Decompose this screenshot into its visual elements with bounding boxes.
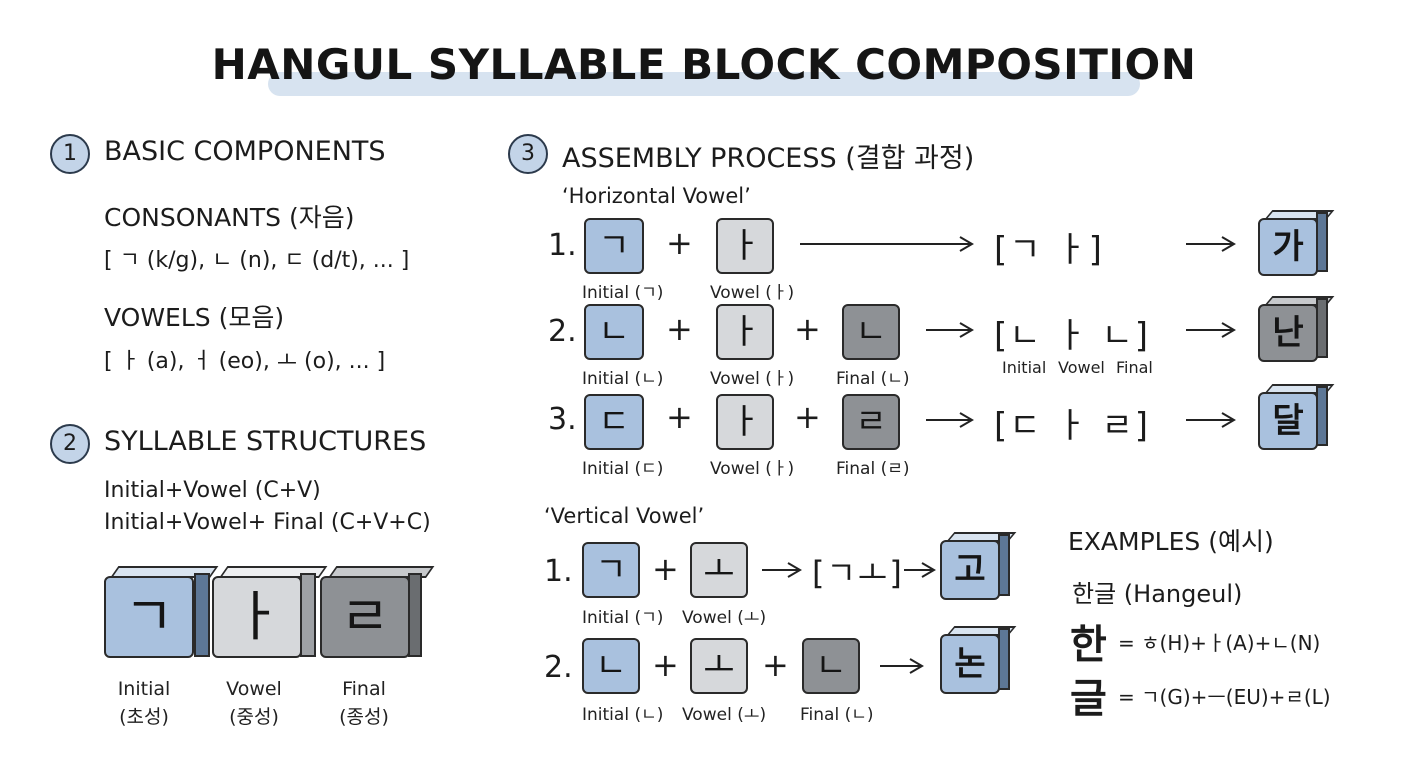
example-1-char: 한: [1070, 622, 1107, 668]
sub-final-label: Final: [1116, 358, 1153, 377]
example-2-char: 글: [1070, 676, 1107, 722]
result-syllable: 달: [1258, 392, 1318, 450]
vowel-label: Vowel (ㅗ): [682, 608, 767, 628]
vowel-block-label: Vowel: [226, 678, 282, 700]
final-tile: ㄴ: [842, 304, 900, 360]
initial-label: Initial (ㄱ): [582, 608, 664, 628]
initial-tile: ㄱ: [584, 218, 644, 274]
structure-cv: Initial+Vowel (C+V): [104, 478, 321, 503]
plus-sign: +: [652, 550, 679, 588]
plus-sign: +: [666, 224, 693, 262]
plus-sign: +: [652, 646, 679, 684]
vowel-label: Vowel (ㅏ): [710, 369, 795, 389]
initial-tile: ㄷ: [584, 394, 644, 450]
initial-label: Initial (ㄴ): [582, 705, 664, 725]
vowel-label: Vowel (ㅗ): [682, 705, 767, 725]
row-number: 3.: [548, 402, 577, 437]
plus-sign: +: [762, 646, 789, 684]
arrow-icon: [904, 562, 936, 578]
examples-heading: EXAMPLES (예시): [1068, 527, 1274, 556]
arrow-icon: [762, 562, 802, 578]
example-word: 한글 (Hangeul): [1072, 580, 1243, 608]
initial-label: Initial (ㄱ): [582, 283, 664, 303]
section-2-number: 2: [50, 424, 90, 464]
section-1-number: 1: [50, 134, 90, 174]
arrow-icon: [1186, 236, 1236, 252]
example-2-formula: = ㄱ(G)+ㅡ(EU)+ㄹ(L): [1118, 685, 1331, 709]
sub-initial-label: Initial: [1002, 358, 1047, 377]
title-highlight: [268, 72, 1140, 96]
combined-bracket: [ㄱㅗ]: [812, 554, 904, 592]
arrow-icon: [926, 412, 974, 428]
horizontal-vowel-heading: ‘Horizontal Vowel’: [562, 184, 751, 208]
long-arrow-icon: [800, 236, 974, 252]
vowel-tile: ㅏ: [716, 394, 774, 450]
arrow-icon: [926, 322, 974, 338]
initial-label: Initial (ㄴ): [582, 369, 664, 389]
example-1-formula: = ㅎ(H)+ㅏ(A)+ㄴ(N): [1118, 631, 1321, 655]
final-block-label: Final: [342, 678, 386, 700]
result-syllable: 가: [1258, 218, 1318, 276]
plus-sign: +: [794, 398, 821, 436]
vowel-tile: ㅏ: [716, 218, 774, 274]
combined-bracket: [ㄴ ㅏ ㄴ]: [994, 316, 1150, 356]
plus-sign: +: [666, 310, 693, 348]
consonants-list: [ ㄱ (k/g), ㄴ (n), ㄷ (d/t), ... ]: [104, 248, 410, 273]
arrow-icon: [1186, 322, 1236, 338]
plus-sign: +: [666, 398, 693, 436]
vowels-list: [ ㅏ (a), ㅓ (eo), ㅗ (o), ... ]: [104, 349, 386, 374]
result-syllable: 논: [940, 634, 1000, 694]
combined-bracket: [ㄱ ㅏ]: [994, 230, 1104, 270]
vowel-tile: ㅗ: [690, 542, 748, 598]
row-number: 2.: [544, 650, 573, 685]
final-label: Final (ㄹ): [836, 459, 910, 479]
row-number: 1.: [544, 554, 573, 589]
row-number: 1.: [548, 228, 577, 263]
structure-cvc: Initial+Vowel+ Final (C+V+C): [104, 510, 431, 535]
result-syllable: 고: [940, 540, 1000, 600]
row-number: 2.: [548, 314, 577, 349]
initial-block-sublabel: (초성): [119, 706, 169, 728]
combined-bracket: [ㄷ ㅏ ㄹ]: [994, 406, 1150, 446]
arrow-icon: [1186, 412, 1236, 428]
consonants-heading: CONSONANTS (자음): [104, 203, 355, 232]
vowel-tile: ㅏ: [716, 304, 774, 360]
vertical-vowel-heading: ‘Vertical Vowel’: [544, 504, 705, 528]
initial-block-glyph: ㄱ: [104, 576, 194, 658]
result-syllable: 난: [1258, 304, 1318, 362]
vowel-label: Vowel (ㅏ): [710, 459, 795, 479]
initial-tile: ㄴ: [584, 304, 644, 360]
final-label: Final (ㄴ): [836, 369, 910, 389]
final-block-sublabel: (종성): [339, 706, 389, 728]
initial-block-label: Initial: [117, 678, 171, 700]
final-tile: ㄴ: [802, 638, 860, 694]
sub-vowel-label: Vowel: [1058, 358, 1105, 377]
section-3-number: 3: [508, 134, 548, 174]
vowel-block-sublabel: (중성): [229, 706, 279, 728]
vowel-tile: ㅗ: [690, 638, 748, 694]
arrow-icon: [880, 658, 924, 674]
initial-label: Initial (ㄷ): [582, 459, 664, 479]
vowel-block-glyph: ㅏ: [212, 576, 302, 658]
section-2-heading: SYLLABLE STRUCTURES: [104, 426, 427, 457]
final-label: Final (ㄴ): [800, 705, 874, 725]
final-tile: ㄹ: [842, 394, 900, 450]
plus-sign: +: [794, 310, 821, 348]
section-3-heading: ASSEMBLY PROCESS (결합 과정): [562, 143, 975, 174]
section-1-heading: BASIC COMPONENTS: [104, 136, 386, 167]
page-title: HANGUL SYLLABLE BLOCK COMPOSITION: [211, 40, 1197, 89]
vowel-label: Vowel (ㅏ): [710, 283, 795, 303]
initial-tile: ㄴ: [582, 638, 640, 694]
vowels-heading: VOWELS (모음): [104, 303, 285, 332]
final-block-glyph: ㄹ: [320, 576, 410, 658]
initial-tile: ㄱ: [582, 542, 640, 598]
